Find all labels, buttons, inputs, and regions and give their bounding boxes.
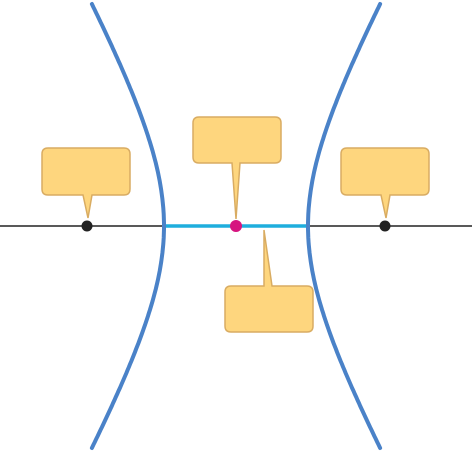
left-focus-point [81,220,93,232]
callout-right-focus-shape [340,147,430,219]
right-focus-point [379,220,391,232]
callout-left-focus [41,147,131,219]
callout-transverse-axis [224,229,314,333]
callout-center-shape [192,116,282,220]
left-branch-curve [89,2,166,450]
callout-transverse-axis-shape [224,229,314,333]
callout-right-focus [340,147,430,219]
callout-center [192,116,282,220]
right-branch-curve [306,2,383,450]
callout-left-focus-shape [41,147,131,219]
center-point [230,220,242,232]
